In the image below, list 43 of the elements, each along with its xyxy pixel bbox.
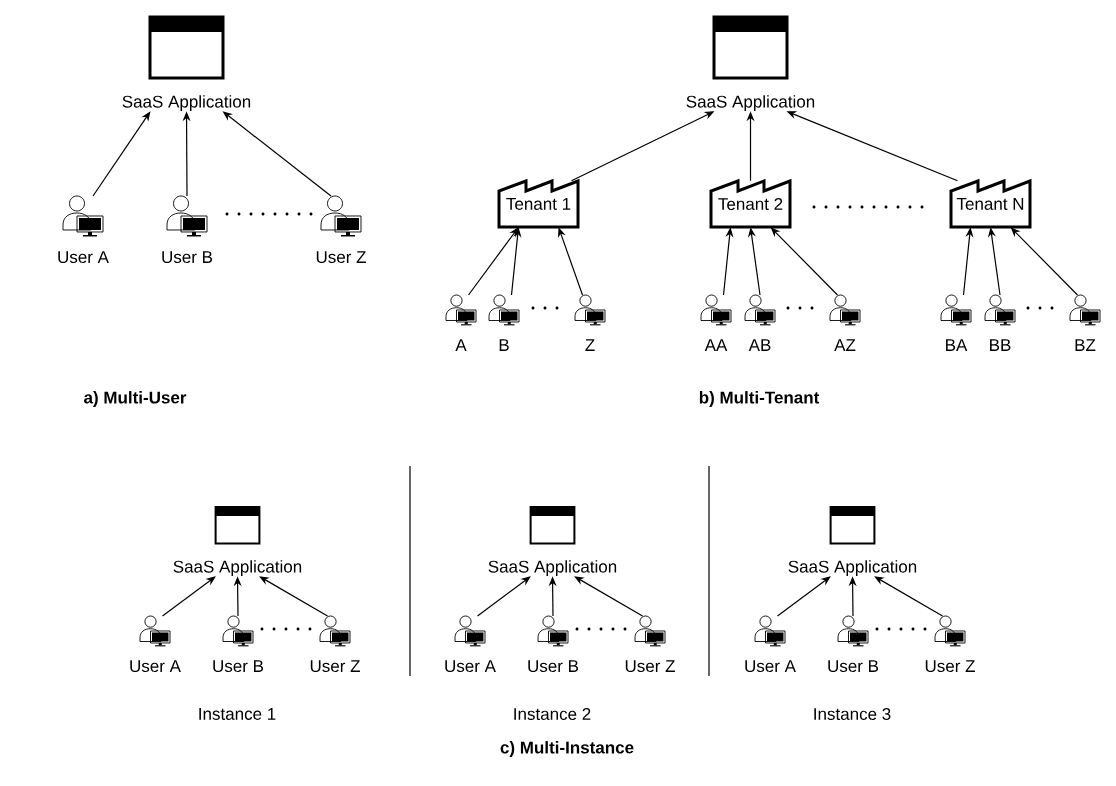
user-label: User B [528, 660, 579, 673]
arrow [574, 576, 644, 617]
instance-label: Instance 2 [514, 707, 591, 720]
arrow [259, 576, 329, 617]
factory-building: Tenant 2 [709, 178, 792, 229]
application-label: SaaS Application [686, 95, 815, 112]
user-label: User A [745, 660, 796, 673]
arrow [161, 576, 216, 617]
arrow [476, 576, 531, 617]
instance-label: Instance 3 [814, 707, 891, 720]
factory-building: Tenant N [949, 178, 1032, 229]
user-label: BB [990, 339, 1011, 351]
panel-caption: c) Multi-Instance [500, 741, 634, 757]
user-label: AZ [834, 339, 856, 351]
user-label: User Z [925, 660, 975, 673]
user-label: User B [828, 660, 879, 673]
arrow [467, 227, 519, 296]
application-label: SaaS Application [788, 560, 917, 577]
user-label: BA [946, 339, 968, 351]
application-label: SaaS Application [488, 560, 617, 577]
panel-caption: a) Multi-User [84, 391, 187, 407]
arrow [874, 576, 944, 617]
user-label: User A [58, 251, 109, 264]
factory-building: Tenant 1 [497, 178, 580, 229]
application-label: SaaS Application [122, 95, 251, 112]
panel-caption: b) Multi-Tenant [699, 391, 820, 407]
user-label: User Z [316, 251, 366, 264]
application-label: SaaS Application [173, 560, 302, 577]
user-label: User A [445, 660, 496, 673]
arrow [776, 576, 831, 617]
user-label: B [499, 339, 509, 351]
user-label: Z [585, 339, 595, 351]
user-label: A [455, 339, 467, 351]
user-label: AA [704, 339, 728, 351]
instance-label: Instance 1 [199, 708, 276, 720]
user-label: BZ [1075, 339, 1096, 351]
user-label: User A [130, 660, 181, 673]
user-label: User Z [310, 660, 360, 673]
arrow [92, 111, 151, 197]
user-label: User B [213, 660, 264, 673]
user-label: AB [748, 339, 771, 351]
user-label: User B [162, 251, 213, 264]
user-label: User Z [625, 660, 675, 673]
